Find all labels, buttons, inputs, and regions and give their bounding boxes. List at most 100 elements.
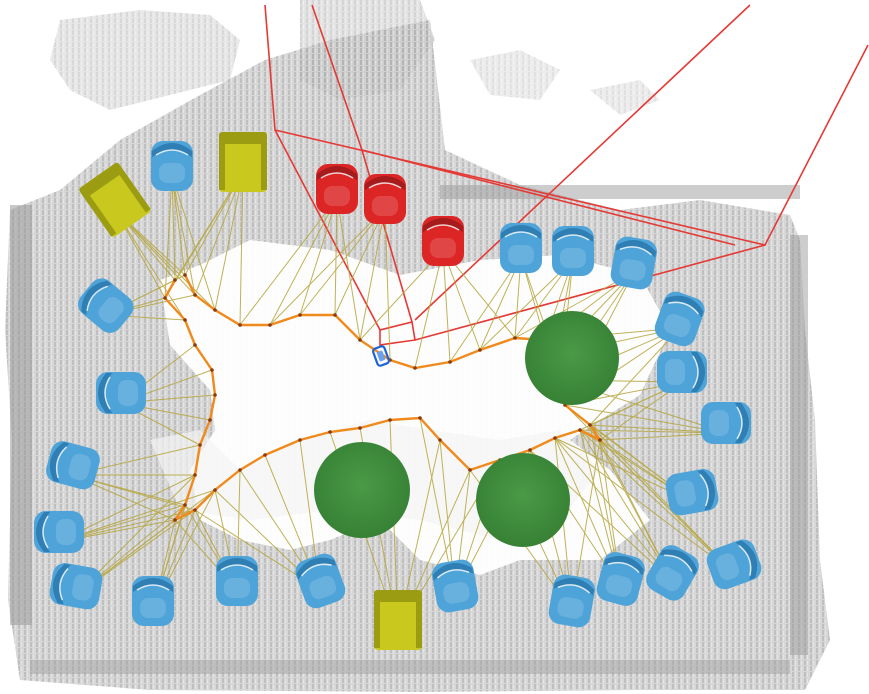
chair-blue-icon [96, 372, 146, 414]
observation-edge [334, 197, 338, 316]
trajectory-node [468, 468, 472, 472]
observation-edge [239, 197, 338, 326]
chair-blue-icon [657, 351, 707, 393]
observation-edge [564, 404, 736, 575]
chair-blue-icon [151, 141, 193, 191]
trajectory-node [213, 488, 217, 492]
observation-edge [554, 437, 736, 575]
observation-edge [164, 174, 173, 299]
camera-frustum [264, 4, 869, 346]
trajectory-node [388, 418, 392, 422]
chair-blue-icon [654, 291, 705, 347]
observation-edge [299, 207, 386, 316]
chair-blue-icon [46, 441, 100, 490]
point-cloud-top-left [50, 10, 240, 110]
trajectory-node [478, 348, 482, 352]
chair-blue-icon [552, 226, 594, 276]
trajectory-node [298, 438, 302, 442]
chair-red-icon [316, 164, 358, 214]
chair-blue-icon [295, 553, 346, 609]
observation-edge [239, 171, 244, 326]
observation-edge [57, 489, 216, 543]
trajectory-node [358, 338, 362, 342]
round-table [314, 442, 410, 538]
observation-edge [384, 207, 391, 361]
wall-bottom [30, 660, 790, 674]
observation-edge [171, 174, 196, 296]
trajectory-node [413, 366, 417, 370]
trajectory-node [268, 323, 272, 327]
chair-blue-icon [78, 278, 134, 333]
trajectory-node [213, 308, 217, 312]
trajectory-node [183, 503, 187, 507]
chair-blue-icon [706, 539, 762, 590]
chair-blue-icon [432, 559, 479, 613]
observation-edge [442, 249, 451, 363]
observation-edge [164, 171, 244, 299]
trajectory-node [183, 273, 187, 277]
trajectory-node [358, 426, 362, 430]
chair-blue-icon [548, 574, 595, 628]
observation-edge [269, 197, 338, 326]
tables [314, 311, 619, 547]
chair-blue-icon [596, 552, 645, 606]
observation-edge [449, 256, 522, 363]
trajectory-node [193, 343, 197, 347]
chairs [34, 132, 762, 650]
trajectory-node [208, 418, 212, 422]
chair-blue-icon [701, 402, 751, 444]
observation-edge [359, 207, 386, 341]
observation-edge [589, 424, 736, 575]
chair-blue-icon [34, 511, 84, 553]
trajectory-node [213, 393, 217, 397]
observation-edge [589, 327, 681, 426]
wall-right [790, 235, 808, 655]
trajectory-node [333, 313, 337, 317]
round-table [525, 311, 619, 405]
trajectory-node [210, 368, 214, 372]
trajectory-node [193, 473, 197, 477]
chair-red-icon [422, 216, 464, 266]
trajectory-node [238, 468, 242, 472]
trajectory-node [173, 278, 177, 282]
observation-edge [171, 174, 176, 281]
trajectory-node [238, 323, 242, 327]
chair-blue-icon [216, 556, 258, 606]
observation-edge [554, 437, 674, 583]
observation-edge [269, 207, 386, 326]
point-cloud-top-mid [300, 0, 435, 100]
chair-blue-icon [665, 469, 719, 516]
observation-edge [194, 171, 244, 296]
observation-edge [334, 207, 386, 316]
trajectory-node [588, 423, 592, 427]
wall-top-right [440, 185, 800, 199]
observation-edge [299, 197, 338, 316]
trajectory-node [183, 318, 187, 322]
trajectory-node [163, 296, 167, 300]
chair-blue-icon [500, 223, 542, 273]
chair-red-icon [364, 174, 406, 224]
trajectory-node [198, 443, 202, 447]
chair-blue-icon [646, 545, 699, 601]
observation-edge [479, 259, 574, 351]
trajectory-node [418, 416, 422, 420]
observation-edge [171, 174, 186, 276]
observation-edge [359, 249, 444, 341]
observation-edge [336, 197, 361, 341]
observation-edge [514, 271, 635, 339]
trajectory-node [328, 430, 332, 434]
armchair-yellow-icon [219, 132, 267, 192]
armchair-yellow-icon [374, 590, 422, 650]
trajectory-node [513, 336, 517, 340]
trajectory-node [448, 360, 452, 364]
wall-left [10, 205, 32, 625]
trajectory-node [298, 313, 302, 317]
trajectory-node [578, 428, 582, 432]
round-table [476, 453, 570, 547]
observation-edge [114, 209, 216, 311]
observation-edge [171, 174, 216, 311]
chair-blue-icon [610, 236, 657, 290]
robot-icon [372, 345, 390, 367]
